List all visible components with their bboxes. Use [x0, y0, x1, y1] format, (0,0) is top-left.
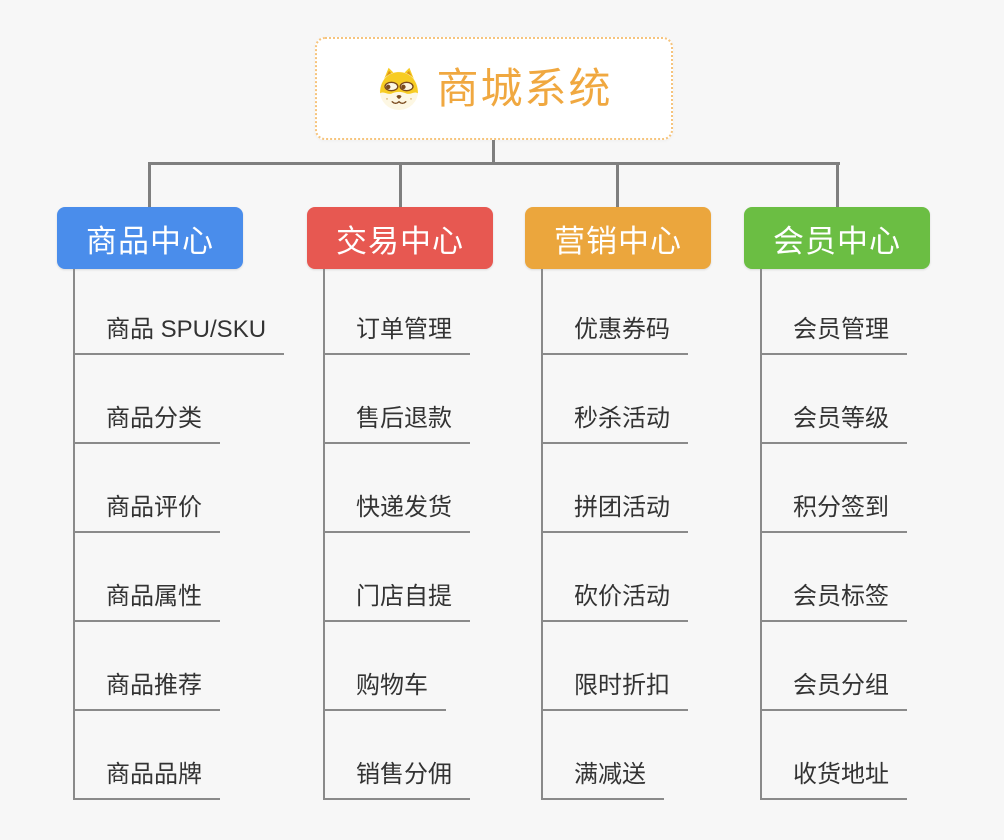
child-topic[interactable]: 会员标签: [762, 582, 907, 622]
branch-node-member-center[interactable]: 会员中心: [744, 207, 930, 269]
connector-horizontal-bar: [148, 162, 840, 165]
child-topic[interactable]: 拼团活动: [543, 493, 688, 533]
child-topic[interactable]: 优惠券码: [543, 315, 688, 355]
child-topic[interactable]: 销售分佣: [325, 760, 470, 800]
branch-node-marketing-center[interactable]: 营销中心: [525, 207, 711, 269]
child-topic[interactable]: 会员等级: [762, 404, 907, 444]
connector-drop: [836, 162, 839, 208]
child-topic[interactable]: 会员分组: [762, 671, 907, 711]
child-topic[interactable]: 售后退款: [325, 404, 470, 444]
connector-drop: [148, 162, 151, 208]
root-title: 商城系统: [436, 64, 613, 112]
connector-drop: [616, 162, 619, 208]
child-topic[interactable]: 订单管理: [325, 315, 470, 355]
child-topic[interactable]: 商品分类: [75, 404, 220, 444]
child-topic[interactable]: 收货地址: [762, 760, 907, 800]
child-topic[interactable]: 满减送: [543, 760, 664, 800]
child-topic[interactable]: 限时折扣: [543, 671, 688, 711]
child-topic[interactable]: 快递发货: [325, 493, 470, 533]
child-topic[interactable]: 积分签到: [762, 493, 907, 533]
branch-node-product-center[interactable]: 商品中心: [57, 207, 243, 269]
child-topic[interactable]: 购物车: [325, 671, 446, 711]
child-topic[interactable]: 砍价活动: [543, 582, 688, 622]
branch-node-trade-center[interactable]: 交易中心: [307, 207, 493, 269]
child-topic[interactable]: 门店自提: [325, 582, 470, 622]
root-connector-stub: [492, 140, 495, 164]
branch-column-member: 会员管理 会员等级 积分签到 会员标签 会员分组 收货地址: [760, 269, 907, 800]
connector-drop: [399, 162, 402, 208]
child-topic[interactable]: 商品评价: [75, 493, 220, 533]
branch-column-trade: 订单管理 售后退款 快递发货 门店自提 购物车 销售分佣: [323, 269, 470, 800]
branch-column-marketing: 优惠券码 秒杀活动 拼团活动 砍价活动 限时折扣 满减送: [541, 269, 688, 800]
child-topic[interactable]: 商品品牌: [75, 760, 220, 800]
child-topic[interactable]: 商品推荐: [75, 671, 220, 711]
child-topic[interactable]: 商品属性: [75, 582, 220, 622]
branch-column-product: 商品 SPU/SKU 商品分类 商品评价 商品属性 商品推荐 商品品牌: [73, 269, 285, 800]
child-topic[interactable]: 商品 SPU/SKU: [75, 315, 285, 355]
shiba-dog-icon: [380, 67, 419, 111]
child-topic[interactable]: 会员管理: [762, 315, 907, 355]
child-topic[interactable]: 秒杀活动: [543, 404, 688, 444]
root-node[interactable]: 商城系统: [315, 37, 673, 140]
